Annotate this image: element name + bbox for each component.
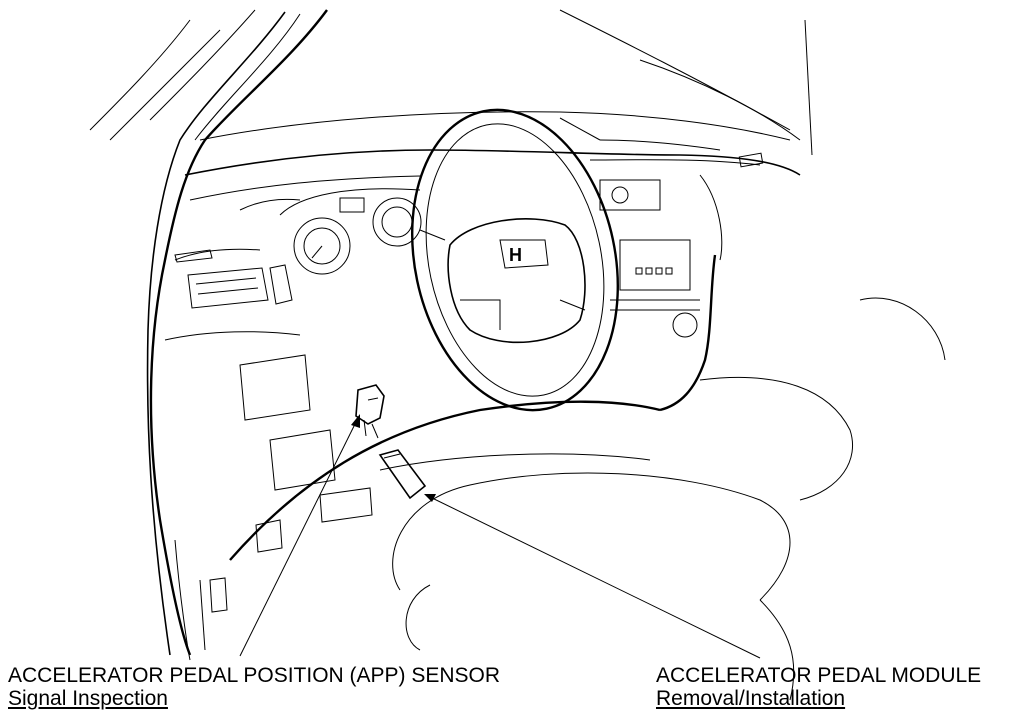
dashboard — [164, 117, 801, 341]
pedal-module-callout: ACCELERATOR PEDAL MODULE Removal/Install… — [656, 664, 981, 710]
center-stack — [599, 179, 700, 338]
driver-seat — [379, 297, 946, 701]
signal-inspection-link[interactable]: Signal Inspection — [8, 687, 168, 710]
steering-wheel: H — [411, 108, 619, 412]
instrument-cluster — [279, 188, 422, 275]
app-sensor — [355, 384, 385, 439]
pedal-module-title: ACCELERATOR PEDAL MODULE — [656, 664, 982, 687]
a-pillar — [89, 9, 328, 656]
app-sensor-title: ACCELERATOR PEDAL POSITION (APP) SENSOR — [8, 664, 501, 687]
pedal-module-leader-line — [424, 494, 761, 659]
svg-text:H: H — [509, 245, 522, 265]
windshield-frame — [199, 9, 813, 156]
removal-installation-link[interactable]: Removal/Installation — [656, 687, 846, 710]
lower-dashboard — [209, 254, 717, 613]
left-air-vent — [174, 249, 293, 309]
app-sensor-callout: ACCELERATOR PEDAL POSITION (APP) SENSOR … — [8, 664, 500, 710]
app-sensor-leader-line — [239, 414, 360, 657]
door-frame — [174, 539, 206, 661]
accelerator-pedal — [378, 449, 427, 500]
